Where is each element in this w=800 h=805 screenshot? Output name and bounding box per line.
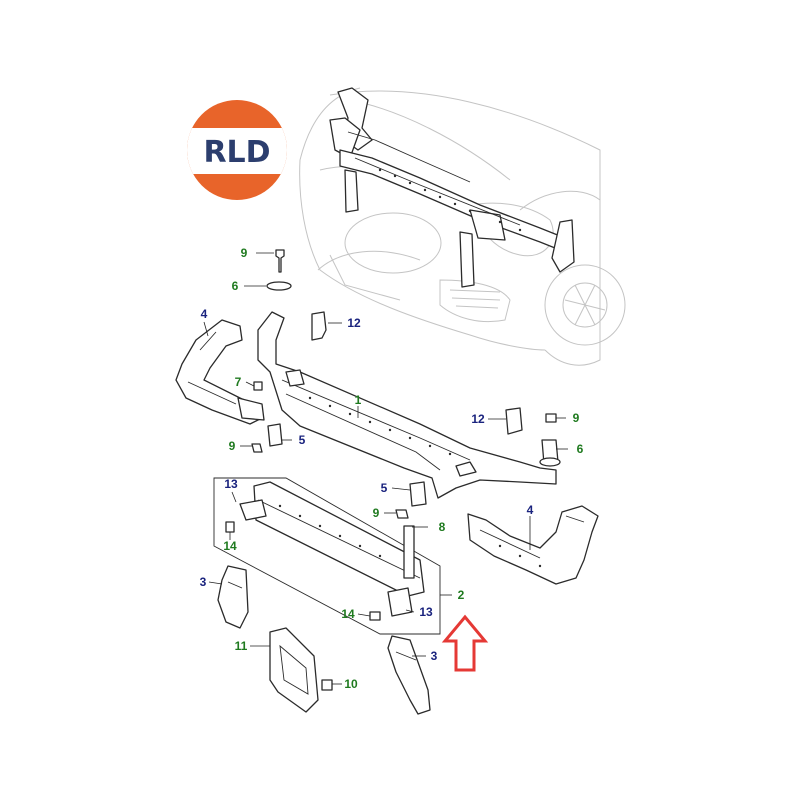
callout-13: 13 xyxy=(419,605,433,619)
callout-9: 9 xyxy=(241,246,248,260)
installed-support-assembly xyxy=(329,87,575,288)
callout-13: 13 xyxy=(224,477,238,491)
callout-8: 8 xyxy=(439,520,446,534)
stay-bracket-8 xyxy=(403,525,415,579)
callout-10: 10 xyxy=(344,677,358,691)
callout-9: 9 xyxy=(573,411,580,425)
lower-bracket-left xyxy=(217,565,249,629)
callout-9: 9 xyxy=(373,506,380,520)
callout-12: 12 xyxy=(347,316,361,330)
callout-11: 11 xyxy=(235,639,248,653)
lower-crossbeam xyxy=(225,481,425,621)
callout-5: 5 xyxy=(381,481,388,495)
callout-12: 12 xyxy=(471,412,485,426)
bolts xyxy=(251,249,557,519)
logo-text: RLD xyxy=(203,135,270,170)
callout-5: 5 xyxy=(299,433,306,447)
callout-9: 9 xyxy=(229,439,236,453)
callout-3: 3 xyxy=(431,649,438,663)
left-mount-bracket xyxy=(175,319,265,425)
small-bracket-5 xyxy=(267,423,427,507)
radiator-support-main xyxy=(257,311,557,499)
small-bracket-upper xyxy=(311,311,523,435)
callout-14: 14 xyxy=(223,539,237,553)
callout-6: 6 xyxy=(232,279,239,293)
callout-14: 14 xyxy=(341,607,355,621)
callout-6: 6 xyxy=(577,442,584,456)
callout-4: 4 xyxy=(201,307,208,321)
callout-7: 7 xyxy=(235,375,242,389)
up-arrow-icon xyxy=(441,614,489,672)
bolt-10 xyxy=(321,679,333,691)
mount-washers xyxy=(266,281,561,467)
callout-1: 1 xyxy=(355,393,362,407)
lower-frame-11 xyxy=(269,627,319,713)
callout-labels: 9 6 4 12 7 1 9 5 12 9 6 13 5 9 8 14 4 3 … xyxy=(200,246,584,691)
callout-4: 4 xyxy=(527,503,534,517)
lower-bracket-right xyxy=(387,635,431,715)
brand-logo: RLD xyxy=(187,100,287,200)
callout-3: 3 xyxy=(200,575,207,589)
callout-leaders xyxy=(203,252,568,685)
callout-2: 2 xyxy=(458,588,465,602)
right-mount-bracket xyxy=(467,505,599,585)
lower-assembly-boundary xyxy=(213,477,441,635)
